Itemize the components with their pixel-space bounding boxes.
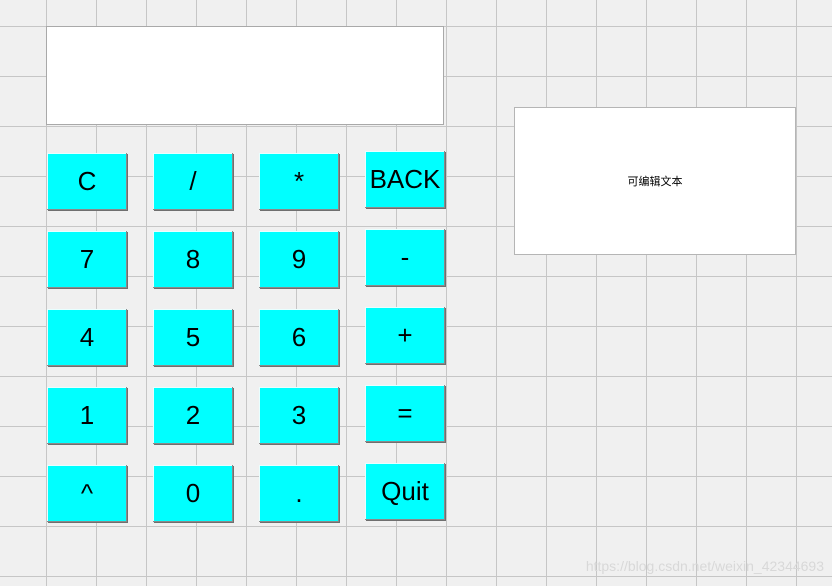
equals-button[interactable]: = [365, 385, 445, 442]
display-field[interactable] [46, 26, 444, 125]
editable-text-box[interactable]: 可编辑文本 [514, 107, 796, 255]
digit-7-button[interactable]: 7 [47, 231, 127, 288]
watermark-url: https://blog.csdn.net/weixin_42344693 [585, 558, 824, 574]
clear-button[interactable]: C [47, 153, 127, 210]
digit-5-button[interactable]: 5 [153, 309, 233, 366]
digit-6-button[interactable]: 6 [259, 309, 339, 366]
digit-4-button[interactable]: 4 [47, 309, 127, 366]
digit-2-button[interactable]: 2 [153, 387, 233, 444]
power-button[interactable]: ^ [47, 465, 127, 522]
add-button[interactable]: + [365, 307, 445, 364]
editable-text-label: 可编辑文本 [627, 175, 683, 188]
backspace-button[interactable]: BACK [365, 151, 445, 208]
decimal-point-button[interactable]: . [259, 465, 339, 522]
digit-1-button[interactable]: 1 [47, 387, 127, 444]
digit-3-button[interactable]: 3 [259, 387, 339, 444]
digit-9-button[interactable]: 9 [259, 231, 339, 288]
subtract-button[interactable]: - [365, 229, 445, 286]
digit-8-button[interactable]: 8 [153, 231, 233, 288]
multiply-button[interactable]: * [259, 153, 339, 210]
divide-button[interactable]: / [153, 153, 233, 210]
digit-0-button[interactable]: 0 [153, 465, 233, 522]
quit-button[interactable]: Quit [365, 463, 445, 520]
